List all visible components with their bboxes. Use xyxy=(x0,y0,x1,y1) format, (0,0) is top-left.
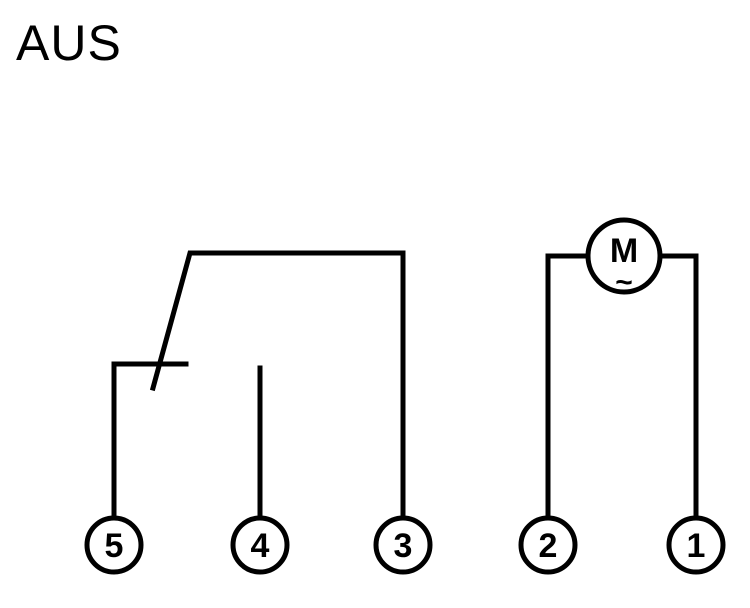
terminal-4-label: 4 xyxy=(251,527,270,565)
terminal-5-label: 5 xyxy=(105,527,124,565)
wire-terminal-5-to-contact xyxy=(111,361,189,523)
terminal-3-circle xyxy=(373,515,433,575)
terminal-2-label: 2 xyxy=(539,527,558,565)
terminal-3-label: 3 xyxy=(394,527,413,565)
motor-circle xyxy=(585,217,663,295)
terminal-1-label: 1 xyxy=(687,527,706,565)
terminal-4: 4 xyxy=(230,515,290,575)
motor-symbol: M ~ xyxy=(585,217,663,299)
motor-ac-symbol: ~ xyxy=(615,266,633,299)
motor-label: M xyxy=(610,232,638,270)
terminal-5-circle xyxy=(84,515,144,575)
wire-terminal-1-to-motor xyxy=(657,253,699,523)
terminal-1-circle xyxy=(666,515,726,575)
wire-terminal-2-to-motor xyxy=(545,253,591,523)
terminal-2: 2 xyxy=(518,515,578,575)
state-title: AUS xyxy=(16,15,122,71)
terminal-5: 5 xyxy=(84,515,144,575)
terminal-4-circle xyxy=(230,515,290,575)
wire-terminal-3-to-switch-lever xyxy=(149,250,406,523)
terminal-3: 3 xyxy=(373,515,433,575)
terminal-1: 1 xyxy=(666,515,726,575)
terminal-2-circle xyxy=(518,515,578,575)
